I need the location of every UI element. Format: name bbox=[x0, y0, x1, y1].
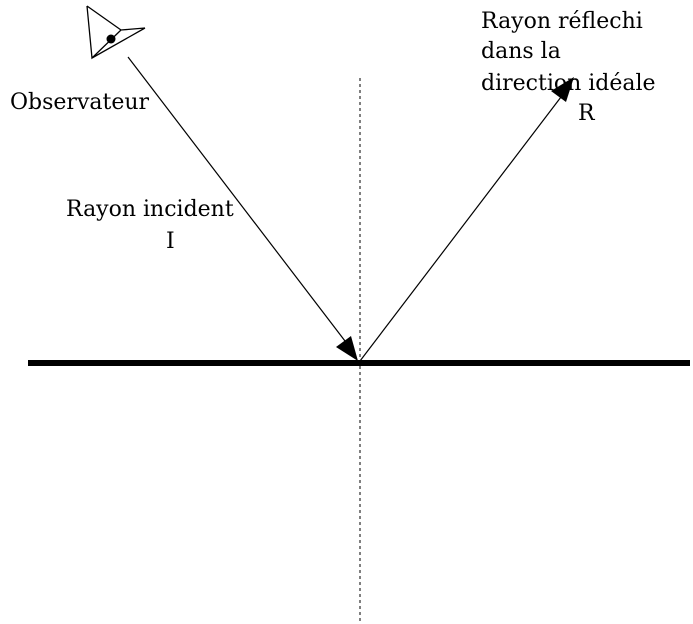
reflected-ray bbox=[359, 77, 574, 362]
observer-label: Observateur bbox=[10, 90, 150, 115]
reflected-ray-label-line2: dans la bbox=[481, 39, 561, 64]
reflected-ray-symbol: R bbox=[578, 101, 595, 126]
reflected-arrowhead bbox=[551, 77, 574, 102]
incident-ray-symbol: I bbox=[166, 229, 175, 254]
reflected-ray-label-line1: Rayon réflechi bbox=[481, 9, 643, 34]
eye-icon bbox=[86, 5, 146, 60]
incident-ray-label: Rayon incident bbox=[66, 197, 234, 222]
reflected-ray-label-line3: direction idéale bbox=[481, 71, 656, 96]
incident-ray bbox=[127, 56, 358, 361]
incident-arrowhead bbox=[336, 336, 358, 361]
